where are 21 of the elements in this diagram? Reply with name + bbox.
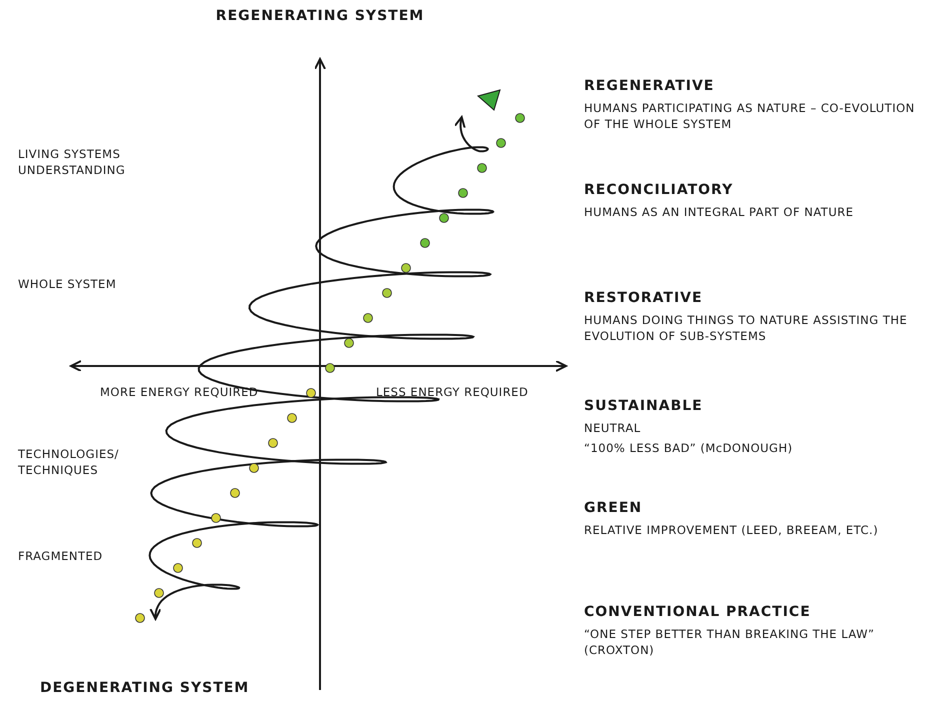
stage-description: RELATIVE IMPROVEMENT (LEED, BREEAM, ETC.) bbox=[584, 522, 880, 538]
stage-heading: GREEN bbox=[584, 500, 644, 516]
diagram-title: REGENERATING SYSTEM bbox=[214, 8, 426, 24]
stage-heading: RECONCILIATORY bbox=[584, 182, 734, 198]
stage-heading: RESTORATIVE bbox=[584, 290, 704, 306]
side-label: WHOLE SYSTEM bbox=[18, 276, 118, 292]
stage-heading: SUSTAINABLE bbox=[584, 398, 704, 414]
side-label: TECHNOLOGIES/ TECHNIQUES bbox=[18, 446, 120, 478]
stage-description: NEUTRAL bbox=[584, 420, 642, 436]
side-label: FRAGMENTED bbox=[18, 548, 104, 564]
stage-description: HUMANS DOING THINGS TO NATURE ASSISTING THE EVOLUTION OF SUB-SYSTEMS bbox=[584, 312, 908, 344]
axis-label: MORE ENERGY REQUIRED bbox=[100, 384, 260, 400]
side-label: LIVING SYSTEMS UNDERSTANDING bbox=[18, 146, 126, 178]
stage-description: HUMANS PARTICIPATING AS NATURE – CO-EVOLUTION OF THE WHOLE SYSTEM bbox=[584, 100, 916, 132]
stage-heading: REGENERATIVE bbox=[584, 78, 716, 94]
axis-label: DEGENERATING SYSTEM bbox=[40, 680, 250, 696]
stage-heading: CONVENTIONAL PRACTICE bbox=[584, 604, 812, 620]
stage-description: “ONE STEP BETTER THAN BREAKING THE LAW” (CROXTON) bbox=[584, 626, 876, 658]
stage-description: HUMANS AS AN INTEGRAL PART OF NATURE bbox=[584, 204, 855, 220]
axis-label: LESS ENERGY REQUIRED bbox=[376, 384, 530, 400]
stage-description: “100% LESS BAD” (McDONOUGH) bbox=[584, 440, 794, 456]
